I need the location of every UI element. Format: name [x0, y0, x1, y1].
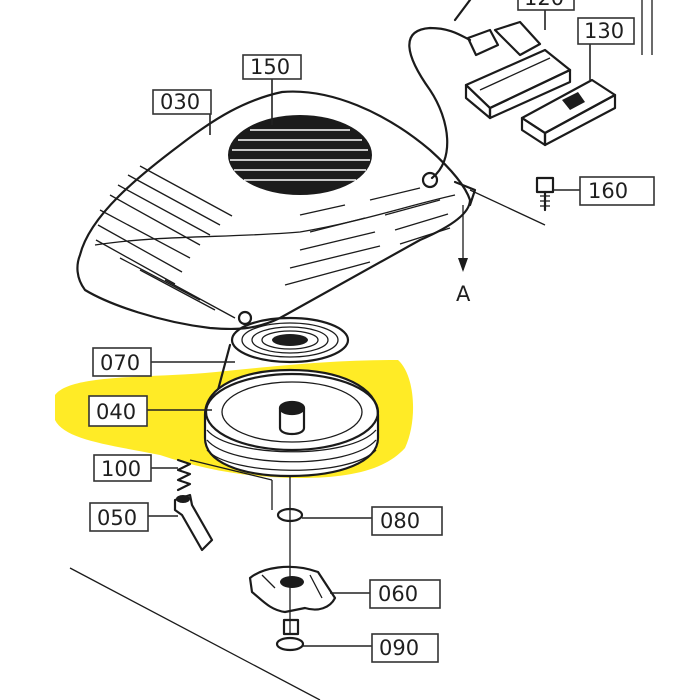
rope-reel — [203, 368, 380, 478]
label-070: 070 — [100, 351, 140, 375]
ratchet-pawl — [173, 493, 214, 552]
label-030: 030 — [160, 90, 200, 114]
label-130: 130 — [584, 19, 624, 43]
arrow-label: A — [456, 282, 471, 306]
top-grille — [228, 115, 372, 195]
bottom-bolt — [275, 618, 305, 652]
rope-tail — [453, 0, 472, 22]
cover-louvers-right — [284, 187, 451, 286]
recoil-cover — [76, 90, 477, 331]
handle-plate — [520, 78, 617, 147]
label-090: 090 — [379, 636, 419, 660]
label-080: 080 — [380, 509, 420, 533]
cover-louvers-left — [95, 165, 236, 319]
handle-grip — [464, 20, 572, 120]
washer — [276, 507, 304, 523]
label-040: 040 — [96, 400, 136, 424]
frame-lines — [69, 0, 653, 700]
label-100: 100 — [101, 457, 141, 481]
direction-arrow-a: A — [456, 189, 546, 306]
label-150: 150 — [250, 55, 290, 79]
part-labels: 150 030 120 130 160 070 040 100 050 — [88, 0, 655, 663]
label-160: 160 — [588, 179, 628, 203]
friction-plate — [248, 565, 337, 614]
label-050: 050 — [97, 506, 137, 530]
top-bolt — [535, 176, 555, 212]
small-spring — [176, 458, 192, 492]
starter-rope — [408, 26, 472, 180]
label-120: 120 — [524, 0, 564, 10]
label-060: 060 — [378, 582, 418, 606]
